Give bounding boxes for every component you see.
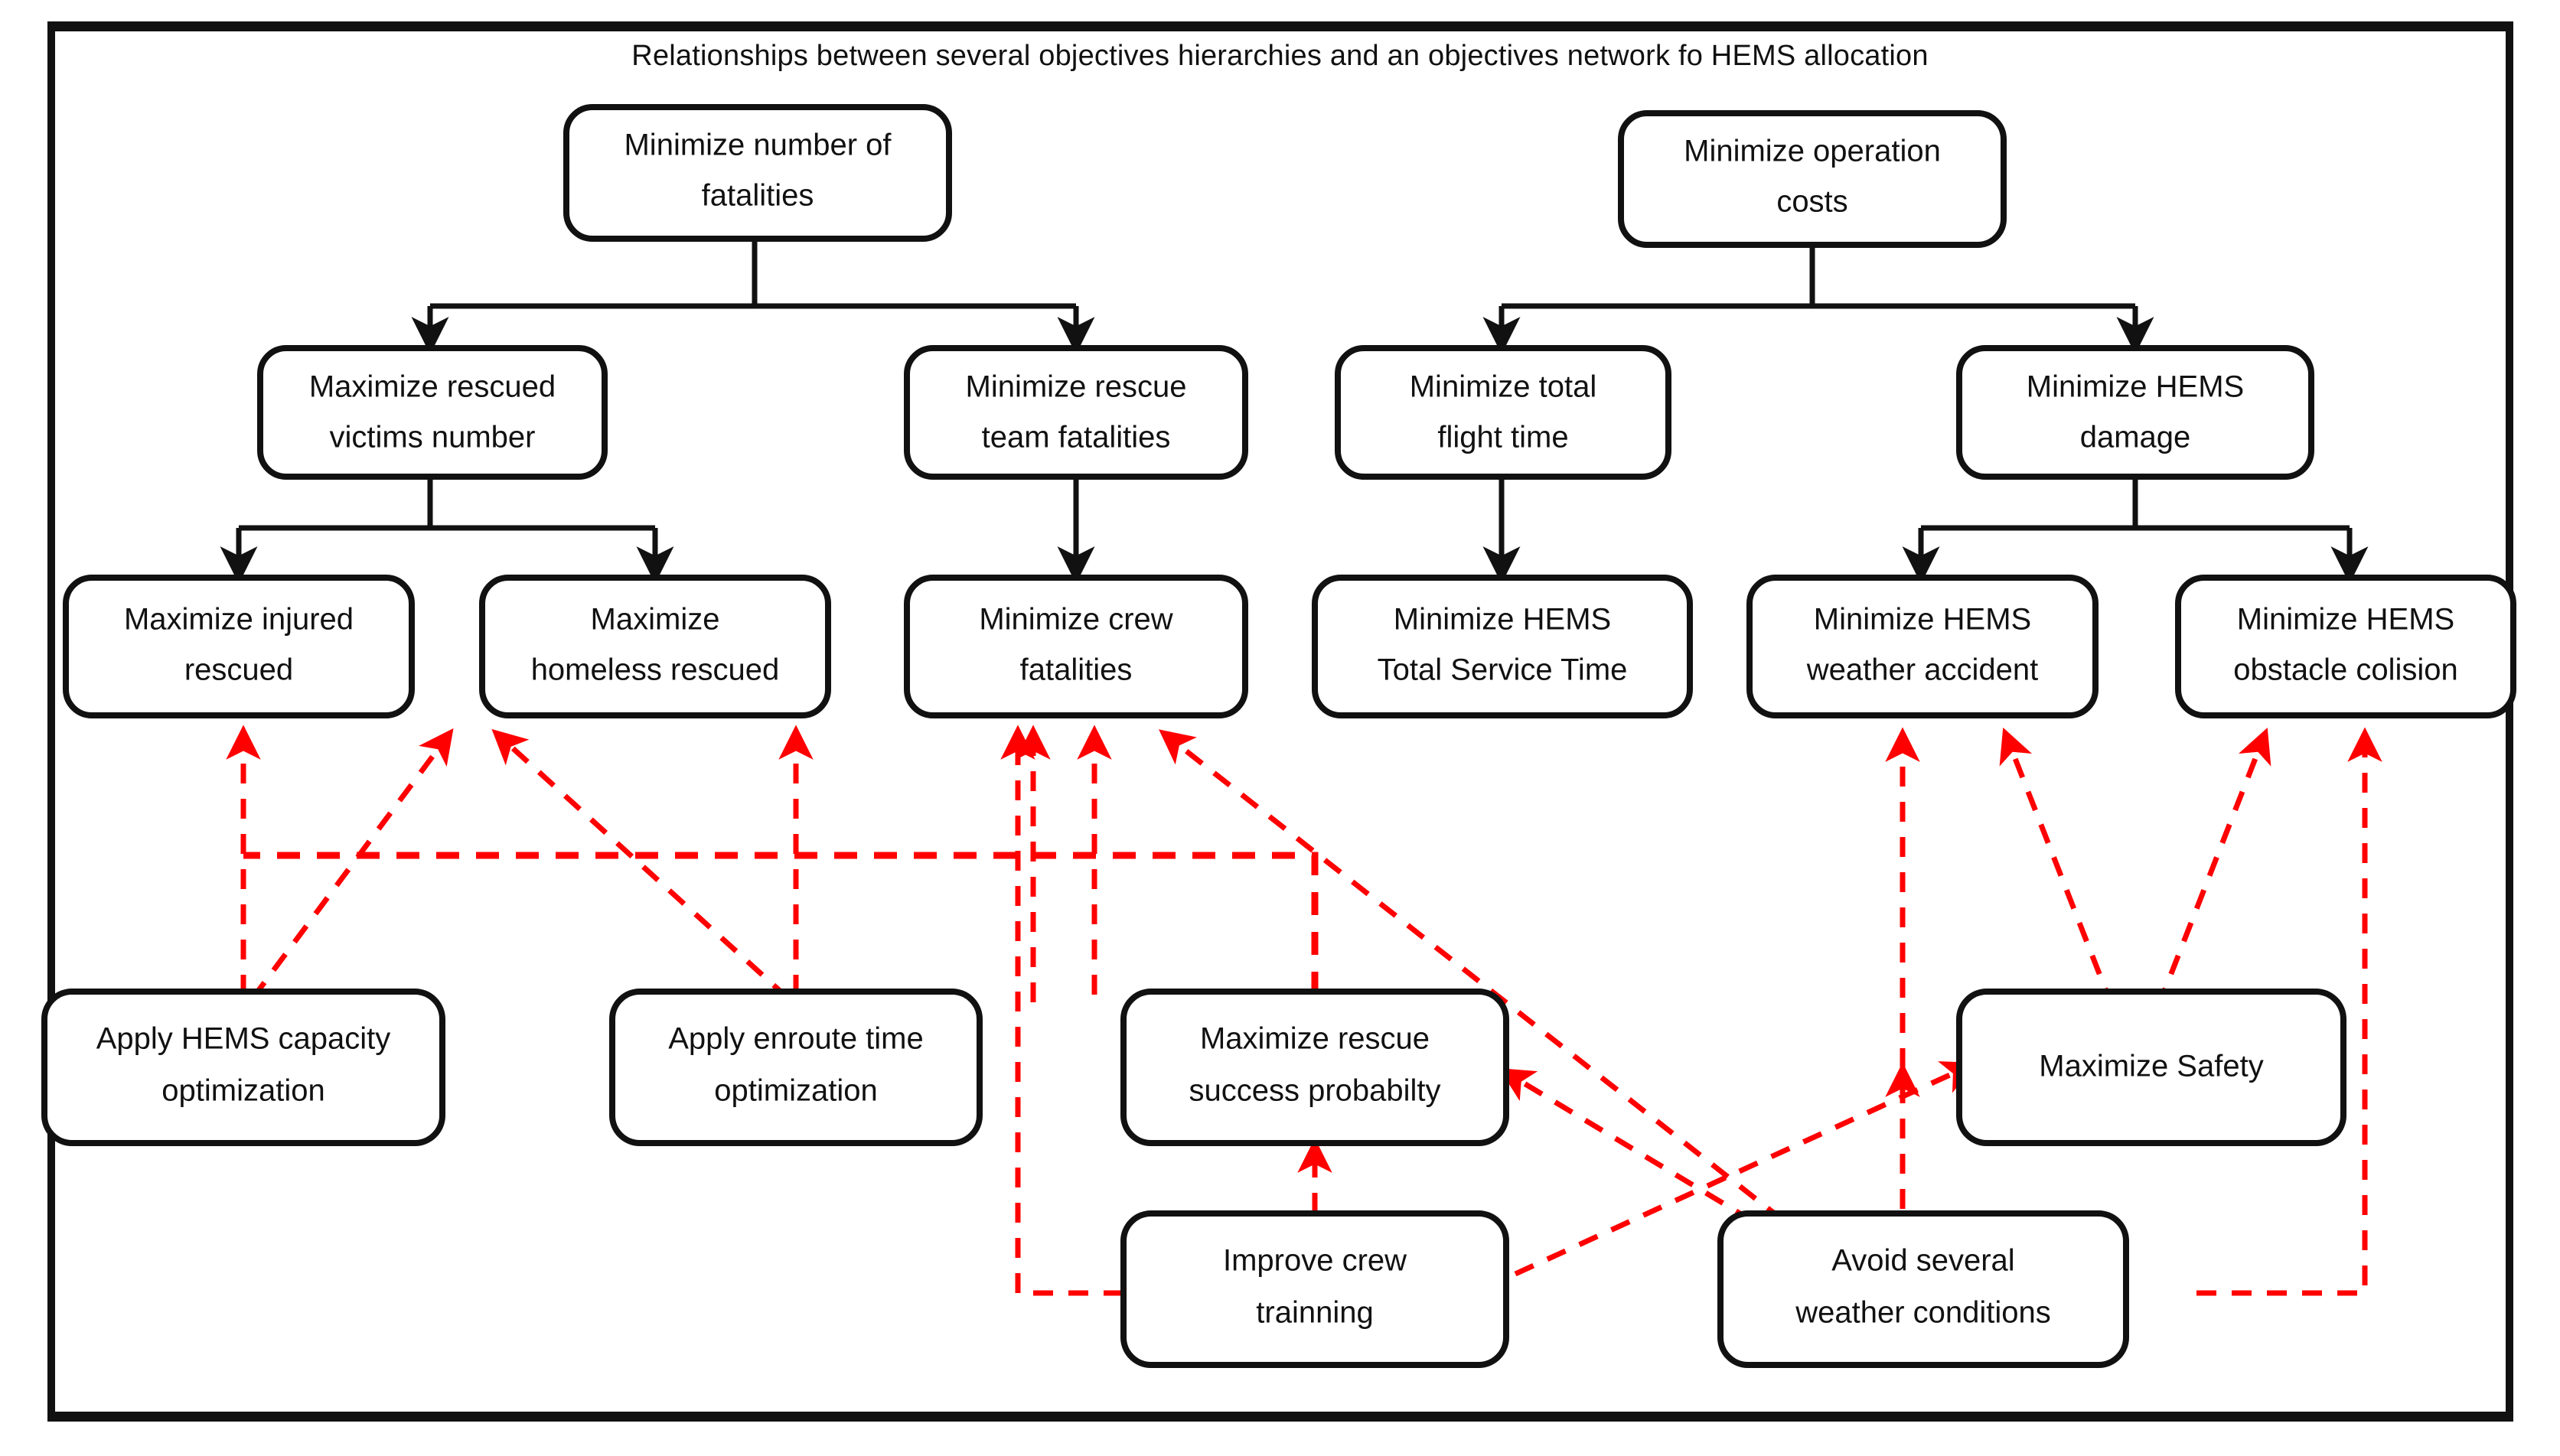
node-max-injured-rescued-label-line2: rescued <box>184 653 293 687</box>
node-max-homeless-rescued-label-line2: homeless rescued <box>531 653 780 687</box>
node-max-rescue-success-prob[interactable]: Maximize rescue success probabilty <box>1120 989 1509 1146</box>
node-min-hems-damage[interactable]: Minimize HEMS damage <box>1956 345 2314 480</box>
node-max-rescue-success-prob-box[interactable] <box>1120 989 1509 1146</box>
node-min-fatalities[interactable]: Minimize number of fatalities <box>563 104 952 242</box>
rel-edge-capacity-to-homeless-rescued <box>250 728 454 1001</box>
rel-edge-training-to-crew-fatalities <box>1000 725 1123 1296</box>
node-max-injured-rescued-box[interactable] <box>63 575 415 718</box>
node-apply-enroute-time-opt-box[interactable] <box>609 989 983 1146</box>
node-apply-enroute-time-opt[interactable]: Apply enroute time optimization <box>609 989 983 1146</box>
node-min-total-flight-time[interactable]: Minimize total flight time <box>1335 345 1671 480</box>
node-min-operation-costs[interactable]: Minimize operation costs <box>1618 110 2007 248</box>
rel-edge-safety-to-obstacle-colision <box>2155 727 2271 1008</box>
node-min-fatalities-label-line2: fatalities <box>702 179 814 213</box>
rel-edge-enroute-to-homeless-rescued <box>491 728 791 1001</box>
rel-edge-safety-to-weather-accident <box>1999 727 2115 1008</box>
node-min-fatalities-label-line1: Minimize number of <box>624 129 892 162</box>
node-improve-crew-training-box[interactable] <box>1120 1210 1509 1368</box>
node-min-operation-costs-box[interactable] <box>1618 110 2007 248</box>
node-min-crew-fatalities-box[interactable] <box>904 575 1248 718</box>
frame-bottom-rule <box>47 1412 2513 1422</box>
node-min-hems-total-service-time-label-line2: Total Service Time <box>1378 653 1628 687</box>
node-improve-crew-training-label-line1: Improve crew <box>1223 1244 1407 1278</box>
node-min-crew-fatalities-label-line1: Minimize crew <box>979 603 1172 637</box>
node-min-hems-obstacle-colision-box[interactable] <box>2175 575 2516 718</box>
node-apply-hems-capacity-opt-box[interactable] <box>41 989 445 1146</box>
node-avoid-weather-conditions-box[interactable] <box>1717 1210 2129 1368</box>
node-min-rescue-team-fatalities-box[interactable] <box>904 345 1248 480</box>
node-apply-hems-capacity-opt[interactable]: Apply HEMS capacity optimization <box>41 989 445 1146</box>
frame-top-rule <box>47 21 2513 31</box>
node-min-hems-weather-accident-label-line2: weather accident <box>1806 653 2038 687</box>
node-maximize-safety-label-line1: Maximize Safety <box>2039 1050 2263 1083</box>
node-min-hems-damage-label-line2: damage <box>2080 421 2191 454</box>
rel-edge-avoid-weather-to-obstacle-colision <box>2196 727 2382 1296</box>
node-maximize-safety[interactable]: Maximize Safety <box>1956 989 2346 1146</box>
node-min-operation-costs-label-line1: Minimize operation <box>1684 135 1941 168</box>
node-avoid-weather-conditions-label-line1: Avoid several <box>1831 1244 2014 1278</box>
node-min-hems-damage-label-line1: Minimize HEMS <box>2027 370 2244 404</box>
node-min-hems-weather-accident-label-line1: Minimize HEMS <box>1814 603 2031 637</box>
node-min-hems-total-service-time-box[interactable] <box>1312 575 1693 718</box>
node-min-operation-costs-label-line2: costs <box>1776 185 1847 219</box>
node-improve-crew-training[interactable]: Improve crew trainning <box>1120 1210 1509 1368</box>
node-min-crew-fatalities-label-line2: fatalities <box>1020 653 1133 687</box>
node-max-injured-rescued-label-line1: Maximize injured <box>124 603 354 637</box>
node-max-homeless-rescued[interactable]: Maximize homeless rescued <box>479 575 831 718</box>
node-max-injured-rescued[interactable]: Maximize injured rescued <box>63 575 415 718</box>
node-max-rescued-victims-label-line1: Maximize rescued <box>309 370 556 404</box>
node-max-homeless-rescued-label-line1: Maximize <box>591 603 720 637</box>
node-max-rescued-victims-label-line2: victims number <box>330 421 536 454</box>
node-avoid-weather-conditions[interactable]: Avoid several weather conditions <box>1717 1210 2129 1368</box>
node-min-hems-obstacle-colision[interactable]: Minimize HEMS obstacle colision <box>2175 575 2516 718</box>
node-max-rescue-success-prob-label-line1: Maximize rescue <box>1200 1022 1430 1056</box>
frame-right-edge <box>2506 21 2513 1422</box>
node-apply-enroute-time-opt-label-line1: Apply enroute time <box>668 1022 924 1056</box>
node-min-hems-weather-accident[interactable]: Minimize HEMS weather accident <box>1746 575 2099 718</box>
node-avoid-weather-conditions-label-line2: weather conditions <box>1795 1296 2051 1330</box>
node-min-hems-total-service-time-label-line1: Minimize HEMS <box>1394 603 1611 637</box>
page-title: Relationships between several objectives… <box>631 40 1929 72</box>
rel-edge-avoid-weather-to-success-prob <box>1498 1068 1785 1242</box>
node-apply-hems-capacity-opt-label-line1: Apply HEMS capacity <box>96 1022 391 1056</box>
frame-left-edge <box>47 21 55 1422</box>
node-min-hems-total-service-time[interactable]: Minimize HEMS Total Service Time <box>1312 575 1693 718</box>
node-min-total-flight-time-box[interactable] <box>1335 345 1671 480</box>
node-min-hems-obstacle-colision-label-line1: Minimize HEMS <box>2237 603 2454 637</box>
node-max-rescued-victims[interactable]: Maximize rescued victims number <box>257 345 608 480</box>
node-min-fatalities-box[interactable] <box>563 104 952 242</box>
node-max-rescue-success-prob-label-line2: success probabilty <box>1189 1074 1440 1108</box>
node-apply-enroute-time-opt-label-line2: optimization <box>714 1074 877 1108</box>
rel-edge-training-to-maximize-safety <box>1514 1061 1977 1277</box>
node-apply-hems-capacity-opt-label-line2: optimization <box>161 1074 324 1108</box>
node-min-rescue-team-fatalities[interactable]: Minimize rescue team fatalities <box>904 345 1248 480</box>
node-min-rescue-team-fatalities-label-line1: Minimize rescue <box>966 370 1187 404</box>
node-min-total-flight-time-label-line1: Minimize total <box>1410 370 1597 404</box>
node-min-total-flight-time-label-line2: flight time <box>1437 421 1568 454</box>
node-min-hems-obstacle-colision-label-line2: obstacle colision <box>2233 653 2458 687</box>
rel-edge-avoid-weather-to-crew-fatalities <box>1159 729 1785 1223</box>
node-min-hems-damage-box[interactable] <box>1956 345 2314 480</box>
node-maximize-safety-box[interactable] <box>1956 989 2346 1146</box>
rel-edge-success-prob-trunk-to-injured-rescued <box>243 852 1319 995</box>
node-min-hems-weather-accident-box[interactable] <box>1746 575 2099 718</box>
node-min-crew-fatalities[interactable]: Minimize crew fatalities <box>904 575 1248 718</box>
relationship-links <box>226 725 2382 1296</box>
node-improve-crew-training-label-line2: trainning <box>1256 1296 1373 1330</box>
node-max-homeless-rescued-box[interactable] <box>479 575 831 718</box>
node-max-rescued-victims-box[interactable] <box>257 345 608 480</box>
node-min-rescue-team-fatalities-label-line2: team fatalities <box>982 421 1171 454</box>
hierarchy-links <box>220 237 2369 585</box>
